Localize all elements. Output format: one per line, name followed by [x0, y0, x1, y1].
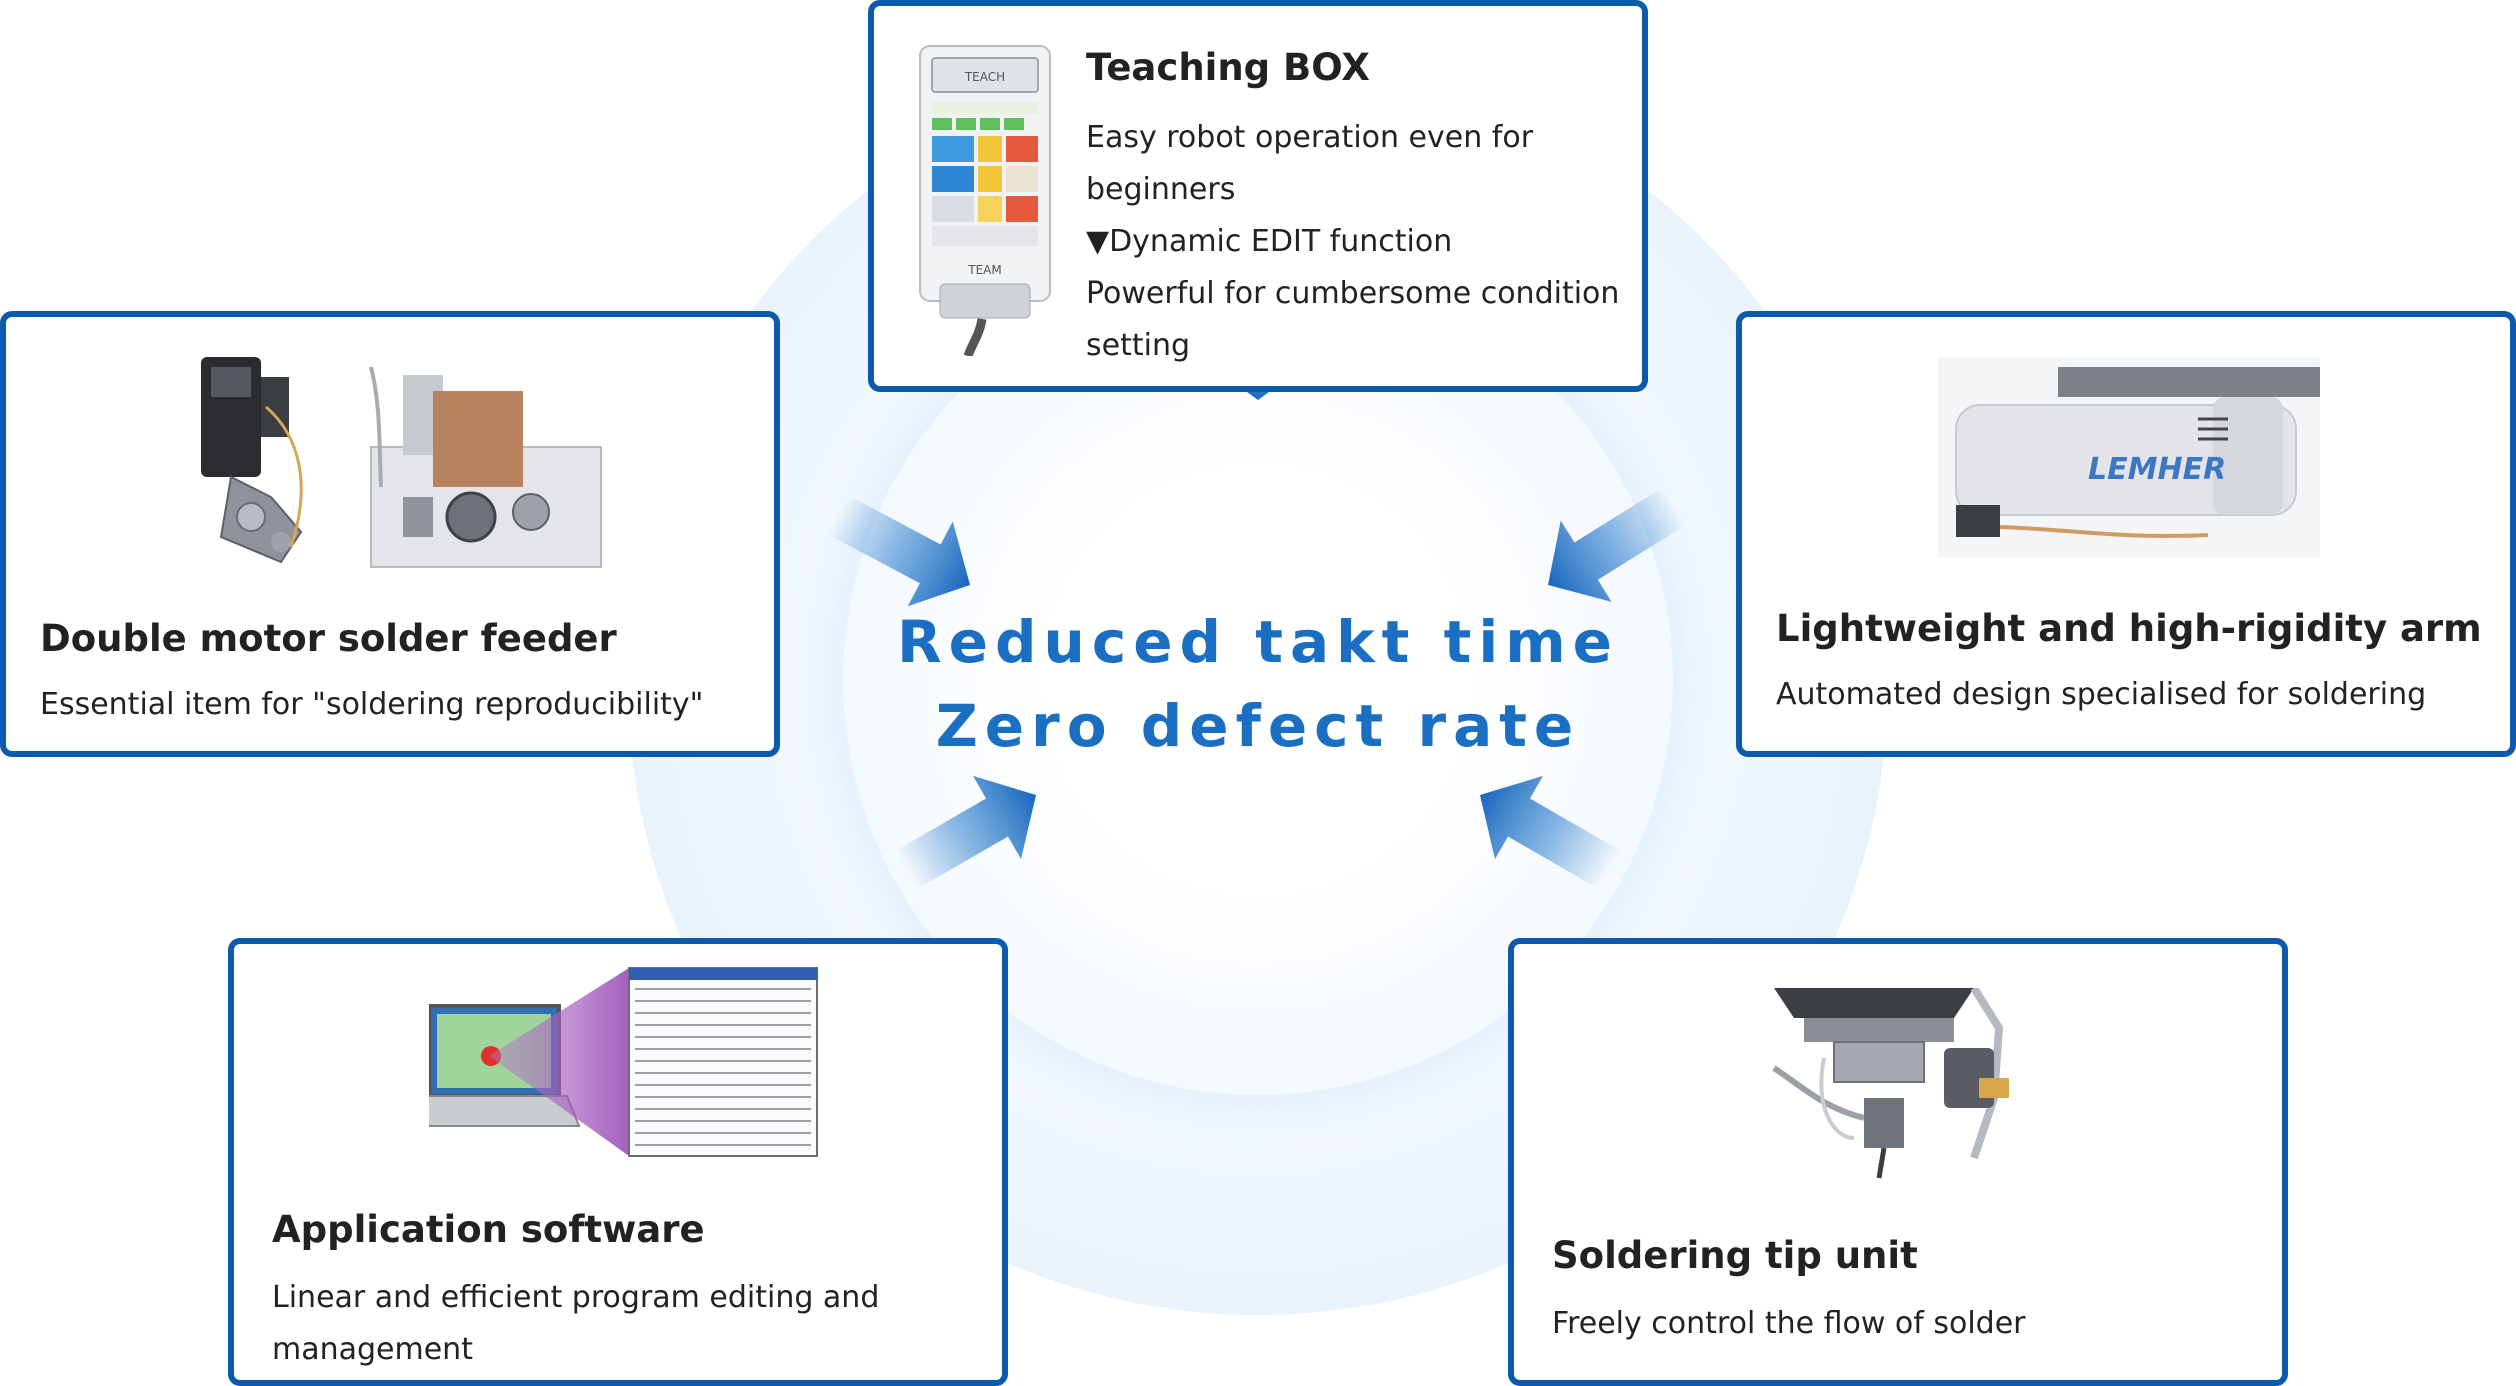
arm-logo: LEMHER	[2088, 452, 2226, 487]
card-teaching-box: TEACH TEAM Teaching BOX Easy robot opera…	[868, 0, 1648, 392]
solder-feeder-desc: Essential item for "soldering reproducib…	[40, 687, 704, 722]
arrow-from-lower-right	[1480, 775, 1621, 890]
tip-unit-image	[1772, 988, 2009, 1179]
solder-feeder-image	[201, 357, 602, 568]
teaching-box-desc-3: ▼Dynamic EDIT function	[1086, 224, 1453, 259]
solder-feeder-title: Double motor solder feeder	[40, 617, 617, 660]
teaching-box-desc-2: beginners	[1086, 172, 1236, 207]
software-desc-1: Linear and efficient program editing and	[272, 1280, 880, 1315]
teaching-box-screen-label: TEACH	[964, 70, 1005, 84]
arrow-from-upper-right	[1548, 486, 1687, 602]
software-image	[429, 967, 818, 1157]
teaching-box-desc-4: Powerful for cumbersome condition	[1086, 276, 1620, 311]
card-solder-feeder: Double motor solder feeder Essential ite…	[0, 311, 780, 757]
teaching-box-brand: TEAM	[967, 263, 1001, 277]
center-line-1: Reduced takt time	[897, 608, 1619, 676]
arrow-from-upper-left	[827, 495, 970, 607]
arrow-from-lower-left	[895, 775, 1036, 890]
software-desc-2: management	[272, 1332, 473, 1367]
teaching-box-title: Teaching BOX	[1086, 46, 1370, 89]
center-message: Reduced takt time Zero defect rate	[858, 600, 1658, 768]
card-arm: LEMHER Lightweight and high-rigidity arm…	[1736, 311, 2516, 757]
card-tip-unit: Soldering tip unit Freely control the fl…	[1508, 938, 2288, 1386]
center-line-2: Zero defect rate	[935, 692, 1581, 760]
arm-image: LEMHER	[1938, 357, 2320, 557]
software-title: Application software	[272, 1208, 705, 1251]
tip-unit-desc: Freely control the flow of solder	[1552, 1306, 2026, 1341]
teaching-box-desc-1: Easy robot operation even for	[1086, 120, 1534, 155]
teaching-box-image: TEACH TEAM	[919, 45, 1051, 356]
teaching-box-desc-5: setting	[1086, 328, 1191, 363]
card-software: Application software Linear and efficien…	[228, 938, 1008, 1386]
arm-title: Lightweight and high-rigidity arm	[1776, 607, 2482, 650]
tip-unit-title: Soldering tip unit	[1552, 1234, 1918, 1277]
arm-desc: Automated design specialised for solderi…	[1776, 677, 2427, 712]
